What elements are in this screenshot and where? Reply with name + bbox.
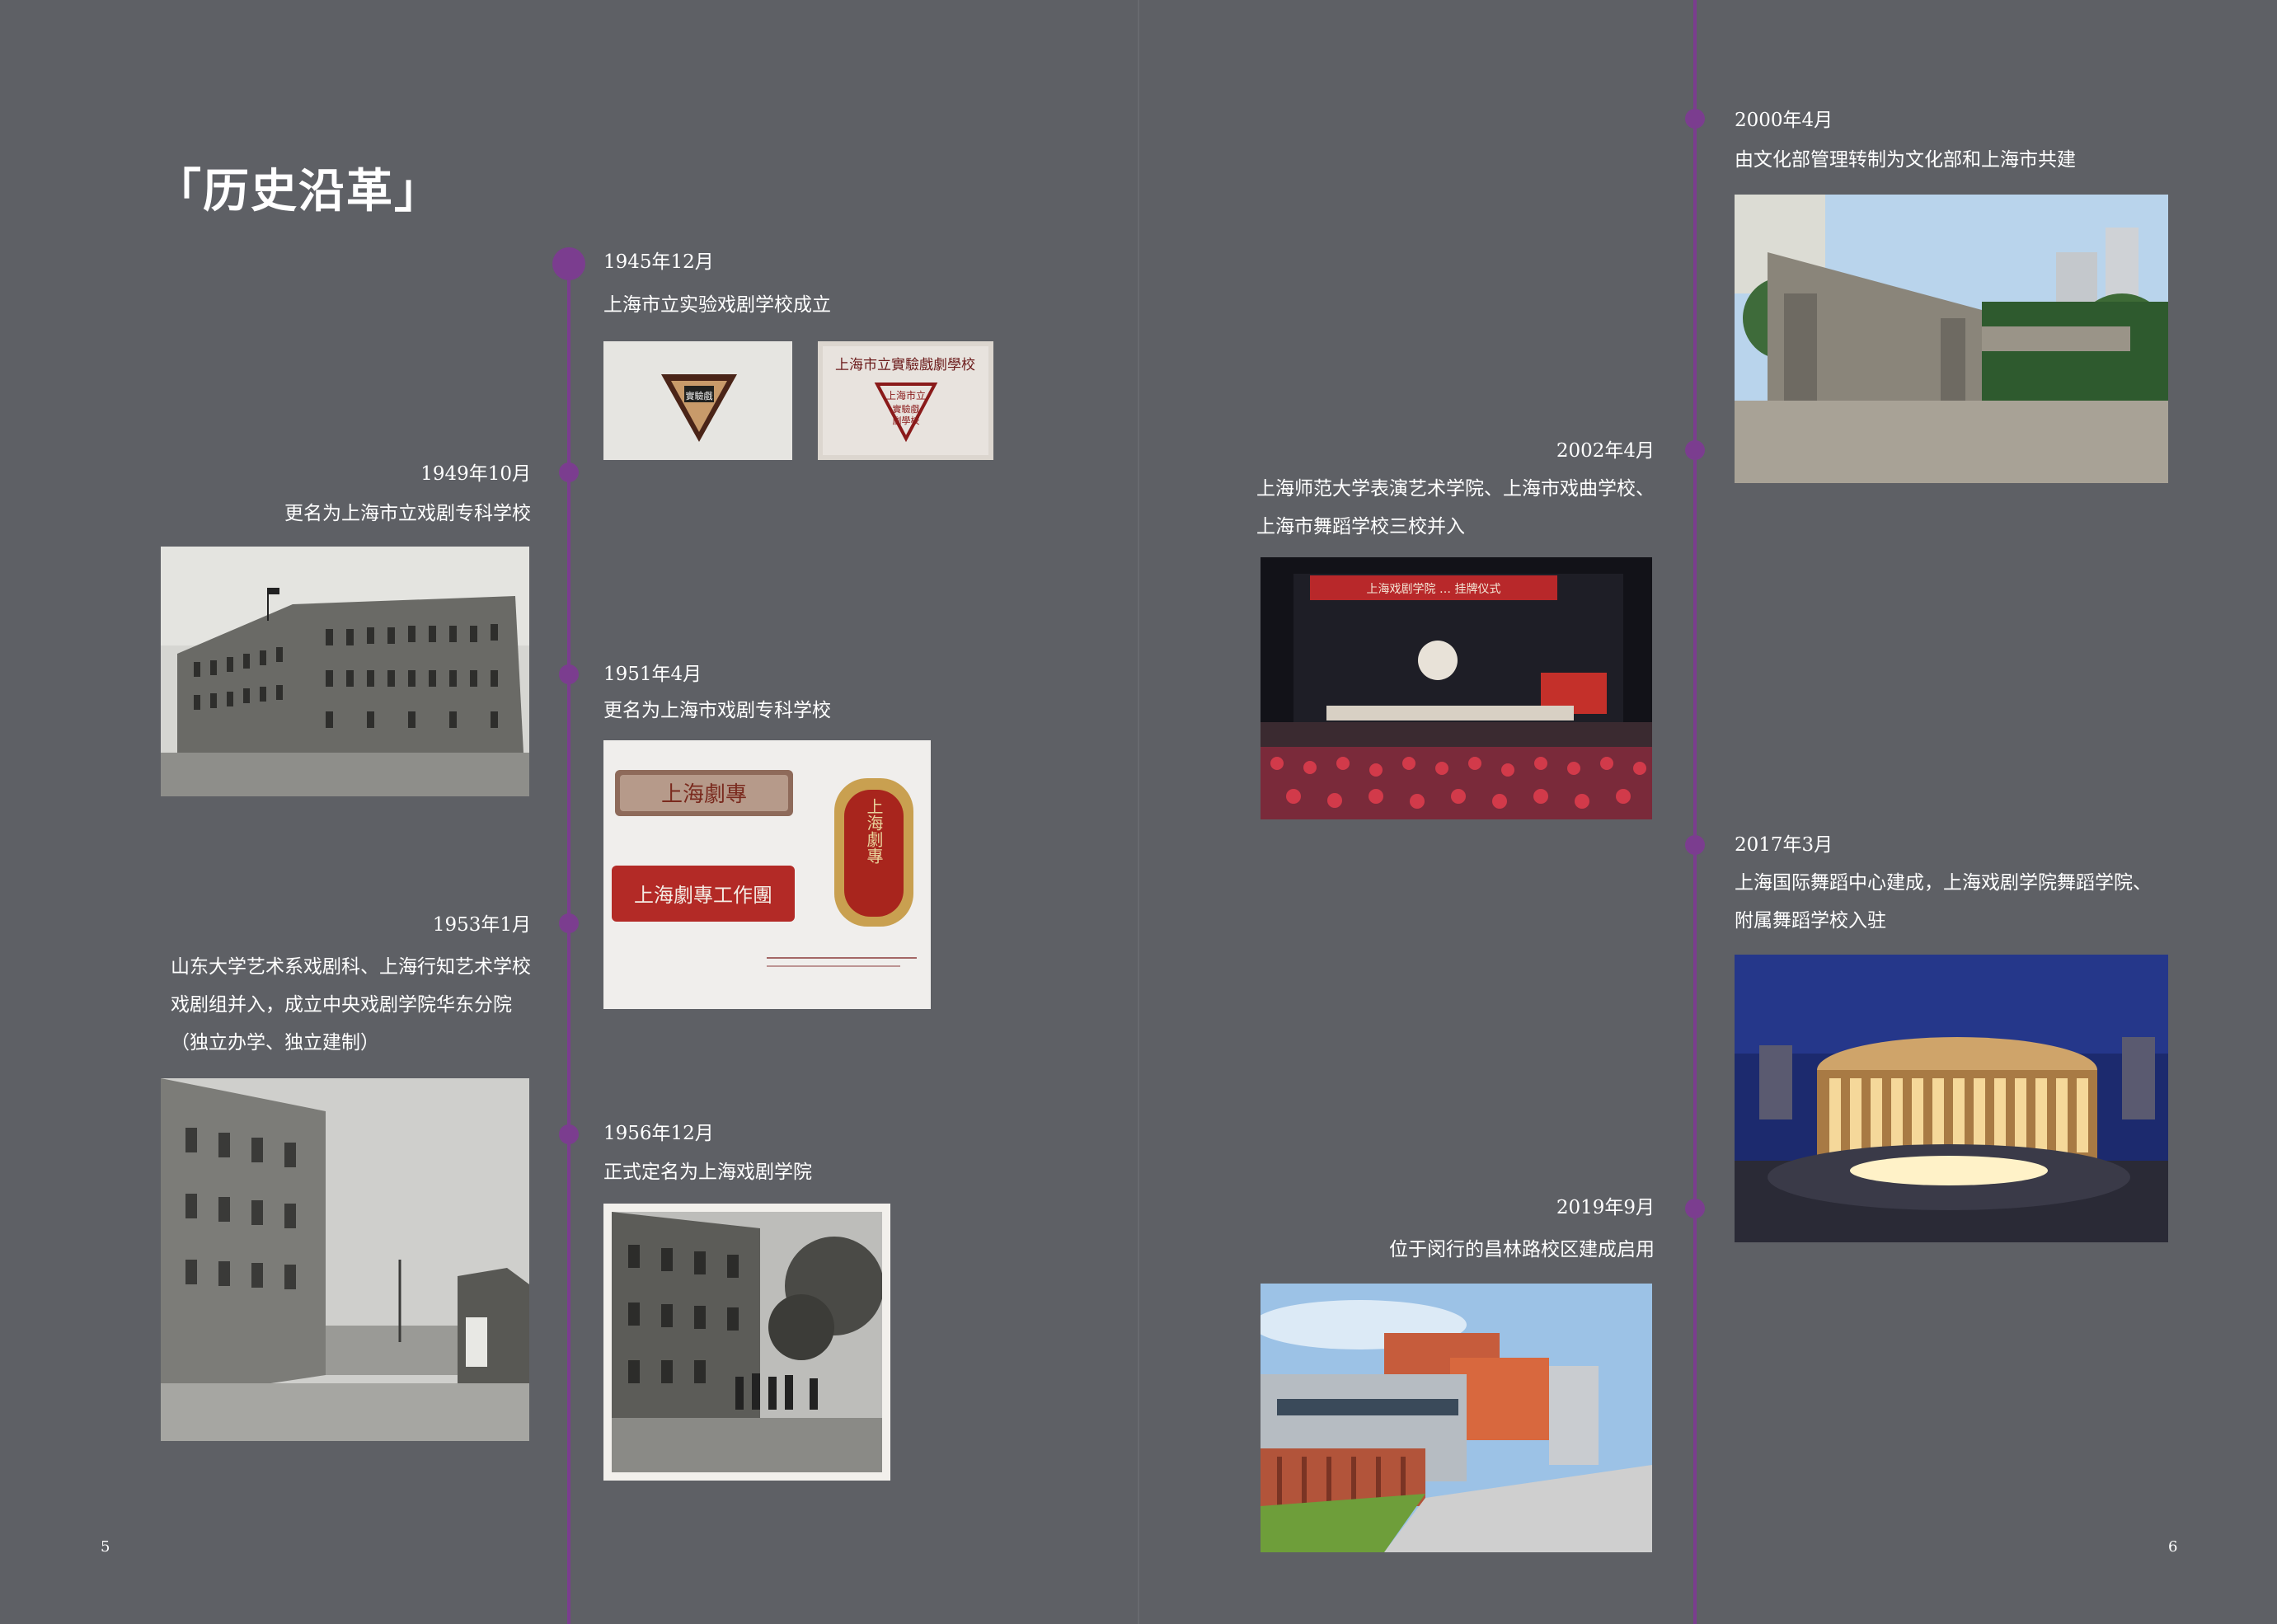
- plate-vertical-text: 上海劇專: [864, 798, 884, 864]
- photo-1949-building: [161, 547, 529, 796]
- event-date-2019: 2019年9月: [1556, 1197, 1655, 1218]
- event-date-2017: 2017年3月: [1735, 834, 1833, 856]
- event-desc-1945: 上海市立实验戏剧学校成立: [603, 294, 831, 316]
- event-date-2000: 2000年4月: [1735, 110, 1833, 131]
- timeline-dot-1951: [559, 664, 579, 684]
- event-desc-2017-line-2: 附属舞蹈学校入驻: [1735, 910, 1886, 932]
- event-desc-1949: 更名为上海市立戏剧专科学校: [284, 503, 531, 524]
- photo-1945-badge: 實驗戲: [603, 341, 792, 460]
- event-date-1951: 1951年4月: [603, 664, 702, 685]
- timeline-dot-2002: [1685, 440, 1705, 460]
- timeline-dot-1945: [552, 247, 585, 280]
- emblem-arc-text: 上海市立實驗戲劇學校: [835, 357, 975, 373]
- plate-top-text: 上海劇專: [661, 782, 747, 807]
- event-date-2002: 2002年4月: [1556, 440, 1655, 462]
- page-title: 「历史沿革」: [155, 164, 442, 218]
- timeline-dot-2000: [1685, 109, 1705, 129]
- photo-1953-gate: [161, 1078, 529, 1441]
- event-desc-2002: 上海师范大学表演艺术学院、上海市戏曲学校、 上海市舞蹈学校三校并入: [1256, 470, 1655, 546]
- event-desc-2017-line-1: 上海国际舞蹈中心建成，上海戏剧学院舞蹈学院、: [1735, 872, 2152, 894]
- plate-bottom-text: 上海劇專工作團: [634, 884, 772, 907]
- event-date-1949: 1949年10月: [420, 463, 531, 485]
- event-desc-1953-line-3: （独立办学、独立建制）: [171, 1032, 379, 1054]
- page-number-right: 6: [2168, 1538, 2178, 1556]
- event-desc-1956: 正式定名为上海戏剧学院: [603, 1162, 812, 1183]
- photo-2002-ceremony: 上海戏剧学院 … 挂牌仪式: [1261, 557, 1652, 819]
- timeline-dot-1949: [559, 462, 579, 482]
- photo-2017-dance-center: [1735, 955, 2168, 1242]
- photo-1956-campus: [603, 1204, 890, 1481]
- event-date-1953: 1953年1月: [432, 914, 531, 936]
- event-desc-2002-line-2: 上海市舞蹈学校三校并入: [1256, 516, 1465, 537]
- emblem-line-2: 實驗戲: [893, 403, 920, 415]
- photo-1951-plates: 上海劇專 上海劇專工作團 上海劇專: [603, 740, 931, 1009]
- timeline-line-left: [567, 262, 570, 1624]
- timeline-dot-1953: [559, 913, 579, 933]
- photo-2019-campus: [1261, 1284, 1652, 1552]
- event-date-1956: 1956年12月: [603, 1123, 714, 1144]
- emblem-line-1: 上海市立: [886, 389, 926, 401]
- timeline-line-right: [1693, 0, 1697, 1624]
- page-fold: [1138, 0, 1139, 1624]
- badge-mini-text: 實驗戲: [686, 390, 713, 401]
- event-desc-2000: 由文化部管理转制为文化部和上海市共建: [1735, 149, 2076, 171]
- emblem-line-3: 劇學校: [893, 415, 920, 426]
- page-number-left: 5: [101, 1538, 110, 1556]
- timeline-dot-2017: [1685, 835, 1705, 855]
- event-desc-1953: 山东大学艺术系戏剧科、上海行知艺术学校 戏剧组并入，成立中央戏剧学院华东分院 （…: [171, 948, 531, 1062]
- event-desc-2019: 位于闵行的昌林路校区建成启用: [1389, 1239, 1655, 1260]
- photo-1945-emblem: 上海市立實驗戲劇學校 上海市立 實驗戲 劇學校: [818, 341, 993, 460]
- event-desc-2002-line-1: 上海师范大学表演艺术学院、上海市戏曲学校、: [1256, 478, 1655, 500]
- photo-2000-gate: [1735, 195, 2168, 483]
- event-desc-1953-line-2: 戏剧组并入，成立中央戏剧学院华东分院: [171, 994, 512, 1016]
- event-desc-1953-line-1: 山东大学艺术系戏剧科、上海行知艺术学校: [171, 956, 531, 978]
- timeline-dot-1956: [559, 1124, 579, 1144]
- ceremony-banner-text: 上海戏剧学院 … 挂牌仪式: [1367, 582, 1501, 596]
- timeline-dot-2019: [1685, 1199, 1705, 1218]
- event-date-1945: 1945年12月: [603, 251, 714, 273]
- event-desc-1951: 更名为上海市戏剧专科学校: [603, 700, 831, 721]
- event-desc-2017: 上海国际舞蹈中心建成，上海戏剧学院舞蹈学院、 附属舞蹈学校入驻: [1735, 864, 2152, 940]
